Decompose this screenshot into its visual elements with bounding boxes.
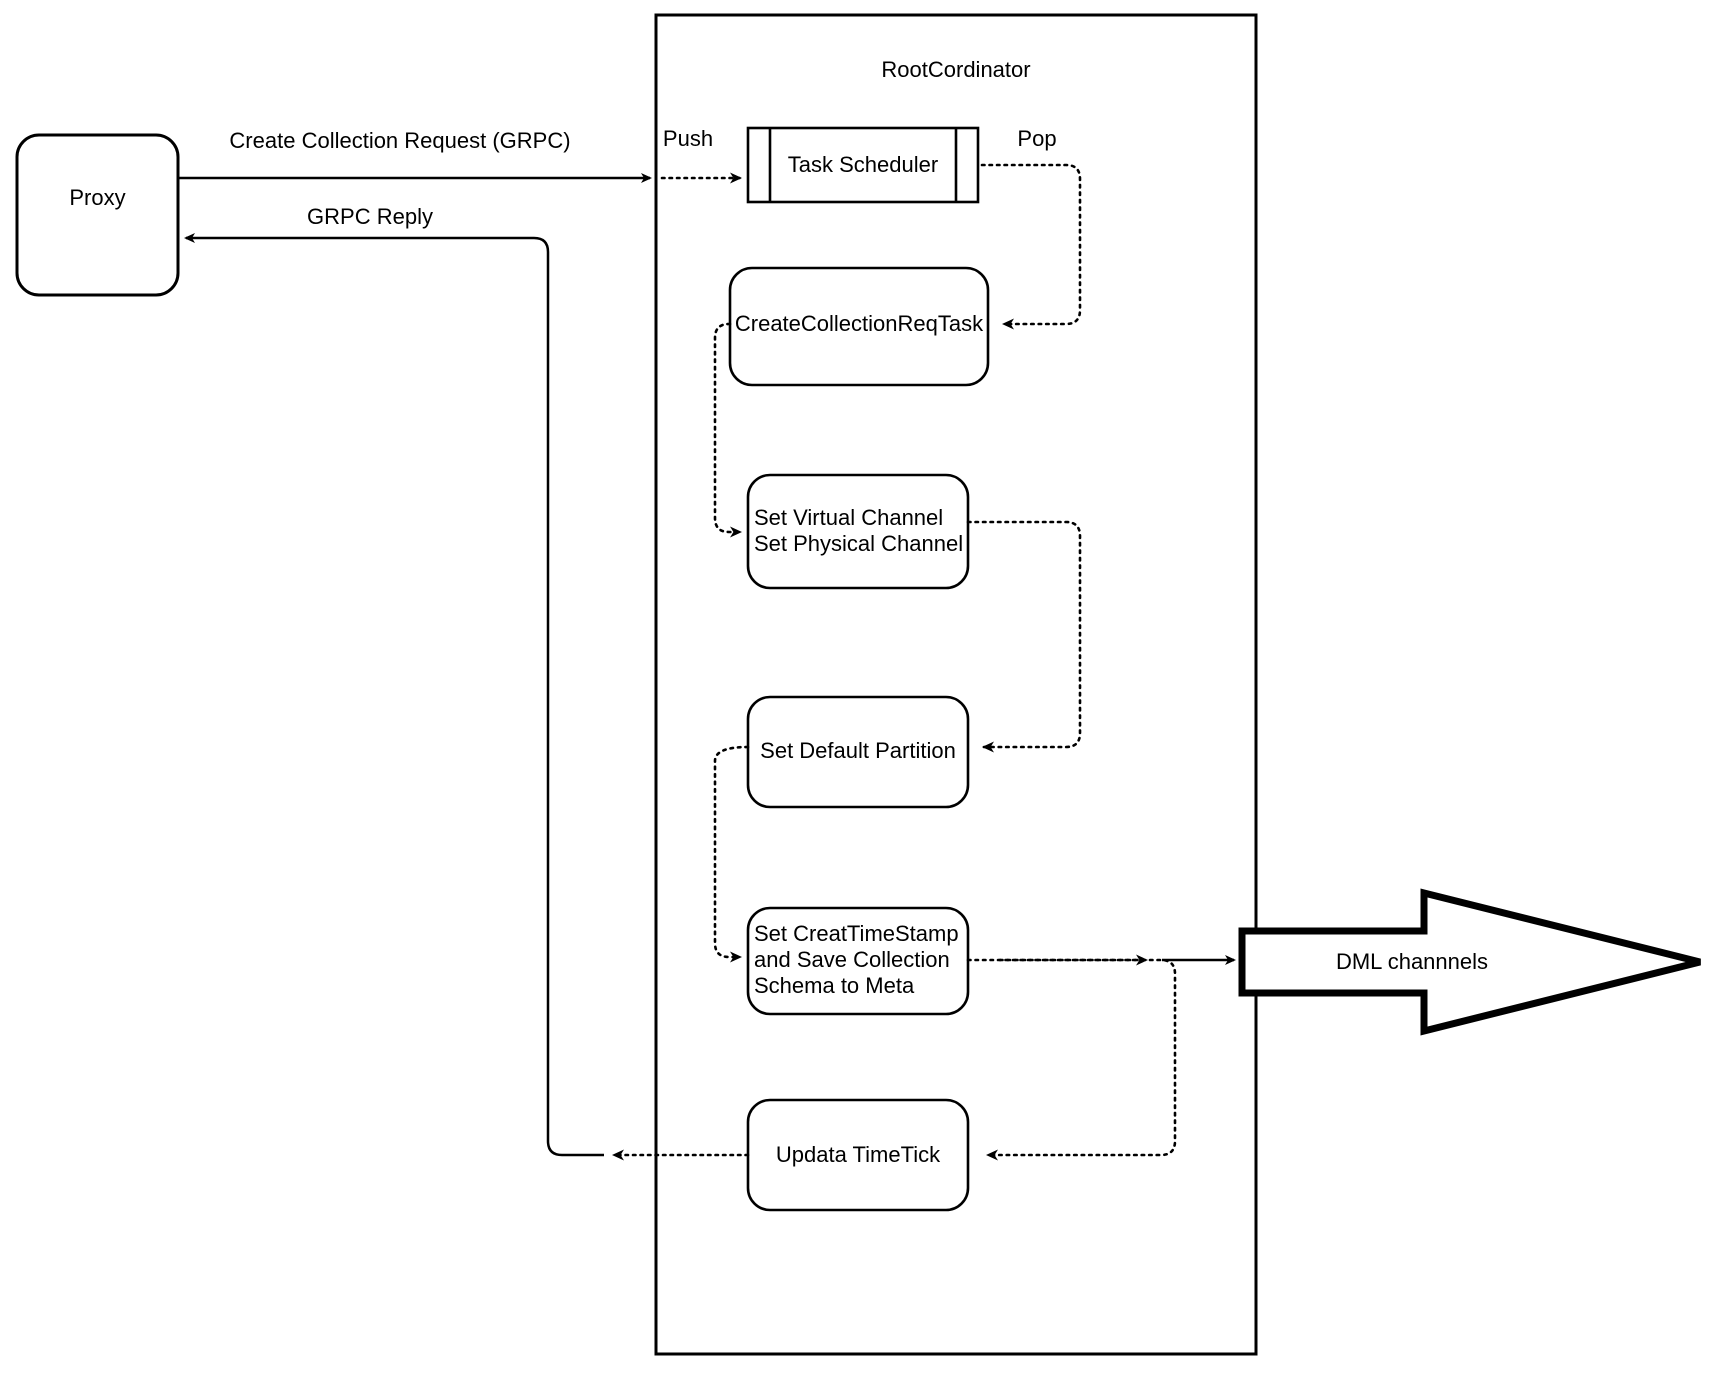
edge-label-create-collection-request: Create Collection Request (GRPC) [229,128,571,153]
task-scheduler-node-shape [746,126,980,204]
proxy-node-shape [15,133,180,297]
dml-channels-node-shape [1238,888,1701,1036]
edge-label-pop: Pop [1017,126,1057,151]
set-default-partition-node-label: Set Default Partition [760,738,956,763]
edge-grpc-reply [184,233,604,1157]
set-channels-node-shape [746,473,970,590]
edge-task-to-set-channels [713,322,742,538]
set-timestamp-save-meta-node-label: Set CreatTimeStamp and Save Collection S… [754,921,959,998]
dml-channels-node-label: DML channnels [1335,949,1489,974]
set-channels-node-label: Set Virtual Channel Set Physical Channel [754,505,964,556]
edge-default-partition-to-timestamp [713,745,750,963]
update-timetick-node-label: Updata TimeTick [775,1142,941,1167]
edge-set-channels-to-default-partition [966,520,1082,753]
rootcordinator-title: RootCordinator [881,57,1031,82]
edge-label-grpc-reply: GRPC Reply [307,204,433,229]
set-default-partition-node-shape [746,695,970,809]
edge-timestamp-to-update-timetick [986,958,1177,1161]
create-collection-req-task-node-label: CreateCollectionReqTask [734,311,984,336]
task-scheduler-node-label: Task Scheduler [787,152,939,177]
proxy-node-label: Proxy [69,185,126,210]
edge-pop [980,163,1082,330]
create-collection-req-task-node-shape [728,266,990,387]
edge-label-push: Push [662,126,714,151]
